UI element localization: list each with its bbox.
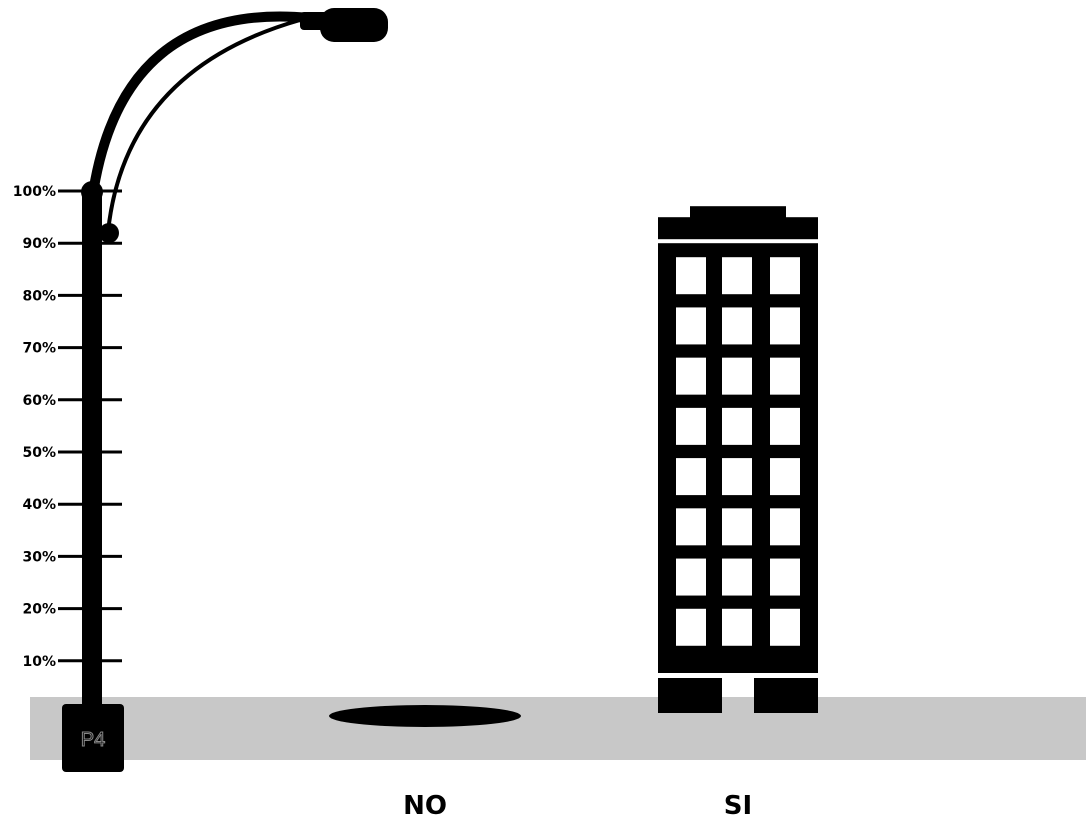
y-axis-ticks: 10% 20% 30% 40% 50% 60% 70% 80% 90% 100%: [13, 184, 122, 670]
category-label-si: SI: [724, 791, 752, 818]
y-tick-label: 10%: [22, 654, 56, 670]
y-tick-label: 70%: [22, 341, 56, 357]
building-leg-left: [658, 678, 722, 713]
building-window: [770, 257, 800, 294]
building-window: [676, 358, 706, 395]
building-window: [770, 358, 800, 395]
building-window: [722, 508, 752, 545]
bar-no: [329, 705, 521, 727]
y-tick-label: 90%: [22, 236, 56, 252]
y-tick-label: 30%: [22, 549, 56, 565]
building-window: [676, 559, 706, 596]
category-label-no: NO: [403, 791, 447, 818]
puddle-shadow: [329, 705, 521, 727]
lamp-pole: [82, 190, 102, 710]
building-window: [722, 458, 752, 495]
building-window: [770, 559, 800, 596]
building-window: [770, 508, 800, 545]
lamp-head: [320, 8, 388, 42]
building-window: [770, 307, 800, 344]
building-leg-right: [754, 678, 818, 713]
y-tick-label: 50%: [22, 445, 56, 461]
roof: [658, 217, 818, 239]
building-window: [676, 508, 706, 545]
building-window: [722, 609, 752, 646]
building-window: [676, 609, 706, 646]
building-window: [722, 408, 752, 445]
street-lamp-ruler: P4: [62, 8, 388, 772]
building-window: [722, 358, 752, 395]
lamp-arm: [92, 17, 310, 200]
arm-joint: [99, 223, 119, 243]
y-tick-label: 80%: [22, 288, 56, 304]
building-window: [676, 257, 706, 294]
y-tick-label: 40%: [22, 497, 56, 513]
y-tick-label: 20%: [22, 602, 56, 618]
building-window: [770, 609, 800, 646]
building-window: [722, 559, 752, 596]
lamp-inner-arm: [108, 20, 300, 232]
ground-band: [30, 697, 1086, 760]
building-window: [676, 458, 706, 495]
building-window: [770, 408, 800, 445]
building-window: [722, 307, 752, 344]
bar-si: [658, 206, 818, 713]
building-window: [676, 307, 706, 344]
ruler-label: P4: [81, 729, 105, 751]
y-tick-label: 60%: [22, 393, 56, 409]
building-window: [770, 458, 800, 495]
building-window: [676, 408, 706, 445]
building-window: [722, 257, 752, 294]
y-tick-label: 100%: [13, 184, 56, 200]
